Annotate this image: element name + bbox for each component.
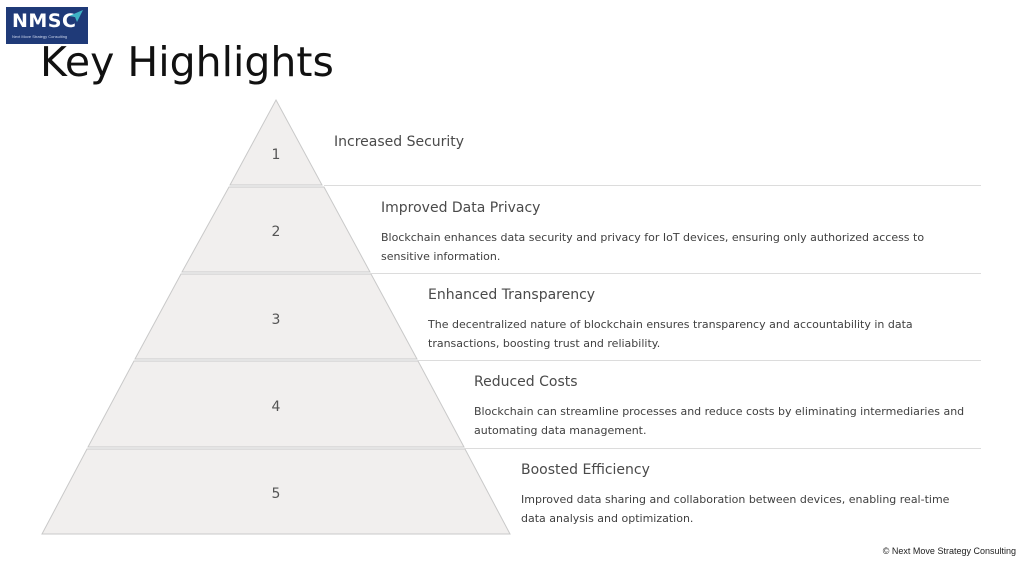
company-logo: NMSC Next Move Strategy Consulting xyxy=(6,7,88,44)
highlight-item-2: Improved Data Privacy Blockchain enhance… xyxy=(381,200,941,266)
logo-tagline: Next Move Strategy Consulting xyxy=(12,34,68,39)
pyramid-tier-1 xyxy=(229,98,323,186)
highlight-description: Improved data sharing and collaboration … xyxy=(521,493,950,525)
pyramid-tier-2 xyxy=(181,186,371,273)
logo-text: NMSC xyxy=(12,10,77,32)
tier-number-5: 5 xyxy=(272,486,281,502)
highlight-description: Blockchain can streamline processes and … xyxy=(474,405,965,437)
highlight-heading: Enhanced Transparency xyxy=(428,287,596,303)
pyramid-tier-5 xyxy=(41,448,511,535)
divider-4 xyxy=(464,448,981,449)
pyramid-tier-4 xyxy=(87,360,465,448)
copyright-footer: © Next Move Strategy Consulting xyxy=(882,546,1016,556)
highlight-item-1: Increased Security xyxy=(334,134,894,162)
page-title: Key Highlights xyxy=(40,38,334,86)
highlight-heading: Increased Security xyxy=(334,134,465,150)
highlight-description: The decentralized nature of blockchain e… xyxy=(428,318,913,350)
highlight-item-5: Boosted Efficiency Improved data sharing… xyxy=(521,462,976,528)
pyramid-tier-3 xyxy=(134,273,418,360)
highlight-item-3: Enhanced Transparency The decentralized … xyxy=(428,287,973,353)
highlight-heading: Reduced Costs xyxy=(474,374,578,390)
tier-number-2: 2 xyxy=(272,224,281,240)
highlight-heading: Boosted Efficiency xyxy=(521,462,650,478)
paper-plane-icon xyxy=(69,10,83,22)
highlight-description: Blockchain enhances data security and pr… xyxy=(381,231,925,263)
tier-number-1: 1 xyxy=(272,147,281,163)
tier-number-4: 4 xyxy=(272,399,281,415)
divider-2 xyxy=(370,273,981,274)
divider-1 xyxy=(324,185,981,186)
tier-number-3: 3 xyxy=(272,312,281,328)
divider-3 xyxy=(417,360,981,361)
highlight-heading: Improved Data Privacy xyxy=(381,200,541,216)
highlight-item-4: Reduced Costs Blockchain can streamline … xyxy=(474,374,969,440)
